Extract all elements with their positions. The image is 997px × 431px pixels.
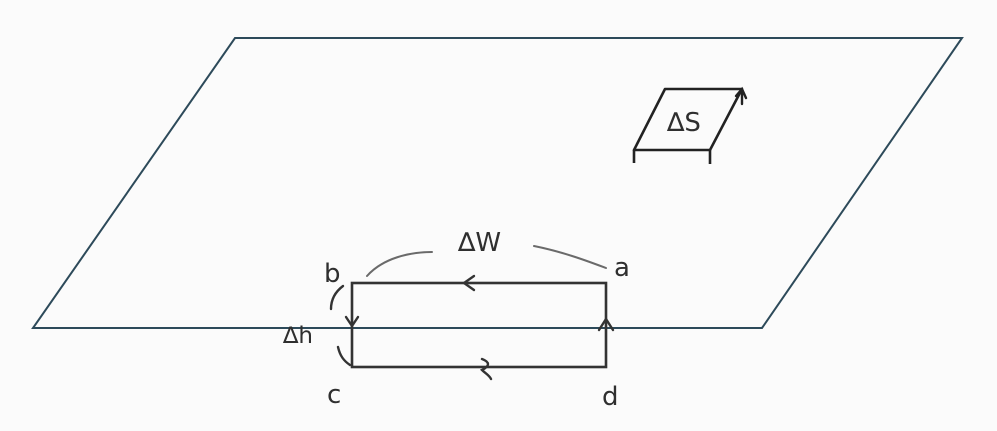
left-edge-arrow <box>344 315 360 329</box>
surface-element-label: ∆S <box>666 108 701 138</box>
width-arc-right <box>533 245 607 269</box>
loop-height-label: ∆h <box>282 323 313 349</box>
loop-width-label: ∆W <box>457 228 501 258</box>
height-arc-top <box>329 284 345 311</box>
surface-element: ∆S <box>632 86 748 164</box>
loop-rectangle <box>350 281 608 369</box>
height-arc-bottom <box>336 345 352 367</box>
corner-label-c: c <box>327 380 341 410</box>
bottom-edge-arrow <box>479 357 493 381</box>
width-arc-left <box>366 251 433 277</box>
corner-label-d: d <box>602 382 619 412</box>
plane-outline <box>31 37 964 329</box>
right-edge-arrow <box>597 316 615 332</box>
corner-label-b: b <box>324 259 341 289</box>
loop <box>344 274 615 381</box>
top-edge-arrow <box>461 274 476 292</box>
corner-label-a: a <box>614 253 630 283</box>
surface-element-normal-arrow <box>734 86 748 106</box>
